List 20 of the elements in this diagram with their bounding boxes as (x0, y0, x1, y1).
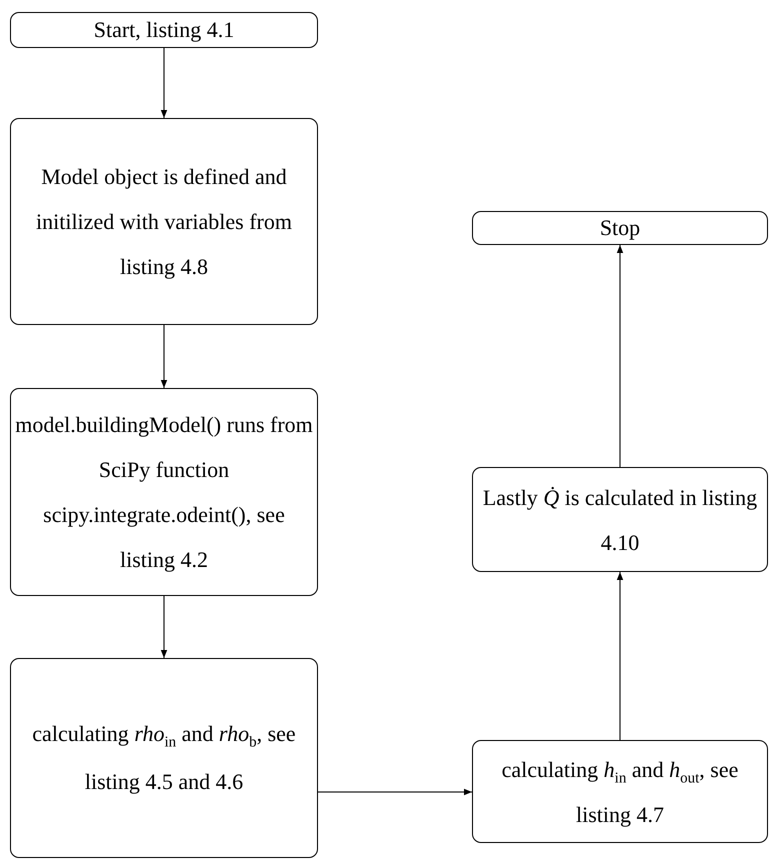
box-label: Stop (598, 214, 642, 242)
process-box (472, 467, 768, 572)
box-label: model.buildingModel() runs from SciPy function scipy.integrate.odeint(), see listing 4.2 (14, 411, 314, 574)
arrow (160, 324, 168, 388)
box-label: Model object is defined and initilized with variables from listing 4.8 (35, 163, 293, 281)
process-box (10, 388, 318, 596)
process-box (10, 12, 318, 48)
box-label: Lastly Q̇ is calculated in listing 4.10 (482, 484, 758, 556)
process-box (472, 740, 768, 843)
arrow (160, 596, 168, 658)
arrow (160, 48, 168, 118)
process-box (10, 118, 318, 325)
arrow (616, 572, 624, 740)
box-label: calculating h$_{in}$ and h$_{out}$, see listing 4.7 (500, 756, 740, 829)
arrow (318, 788, 472, 796)
process-box (10, 658, 318, 858)
process-box (472, 211, 768, 245)
box-label: calculating rho$_{in}$ and rho$_{b}$, see listing 4.5 and 4.6 (31, 720, 297, 796)
arrow (616, 244, 624, 468)
box-label: Start, listing 4.1 (92, 16, 236, 44)
